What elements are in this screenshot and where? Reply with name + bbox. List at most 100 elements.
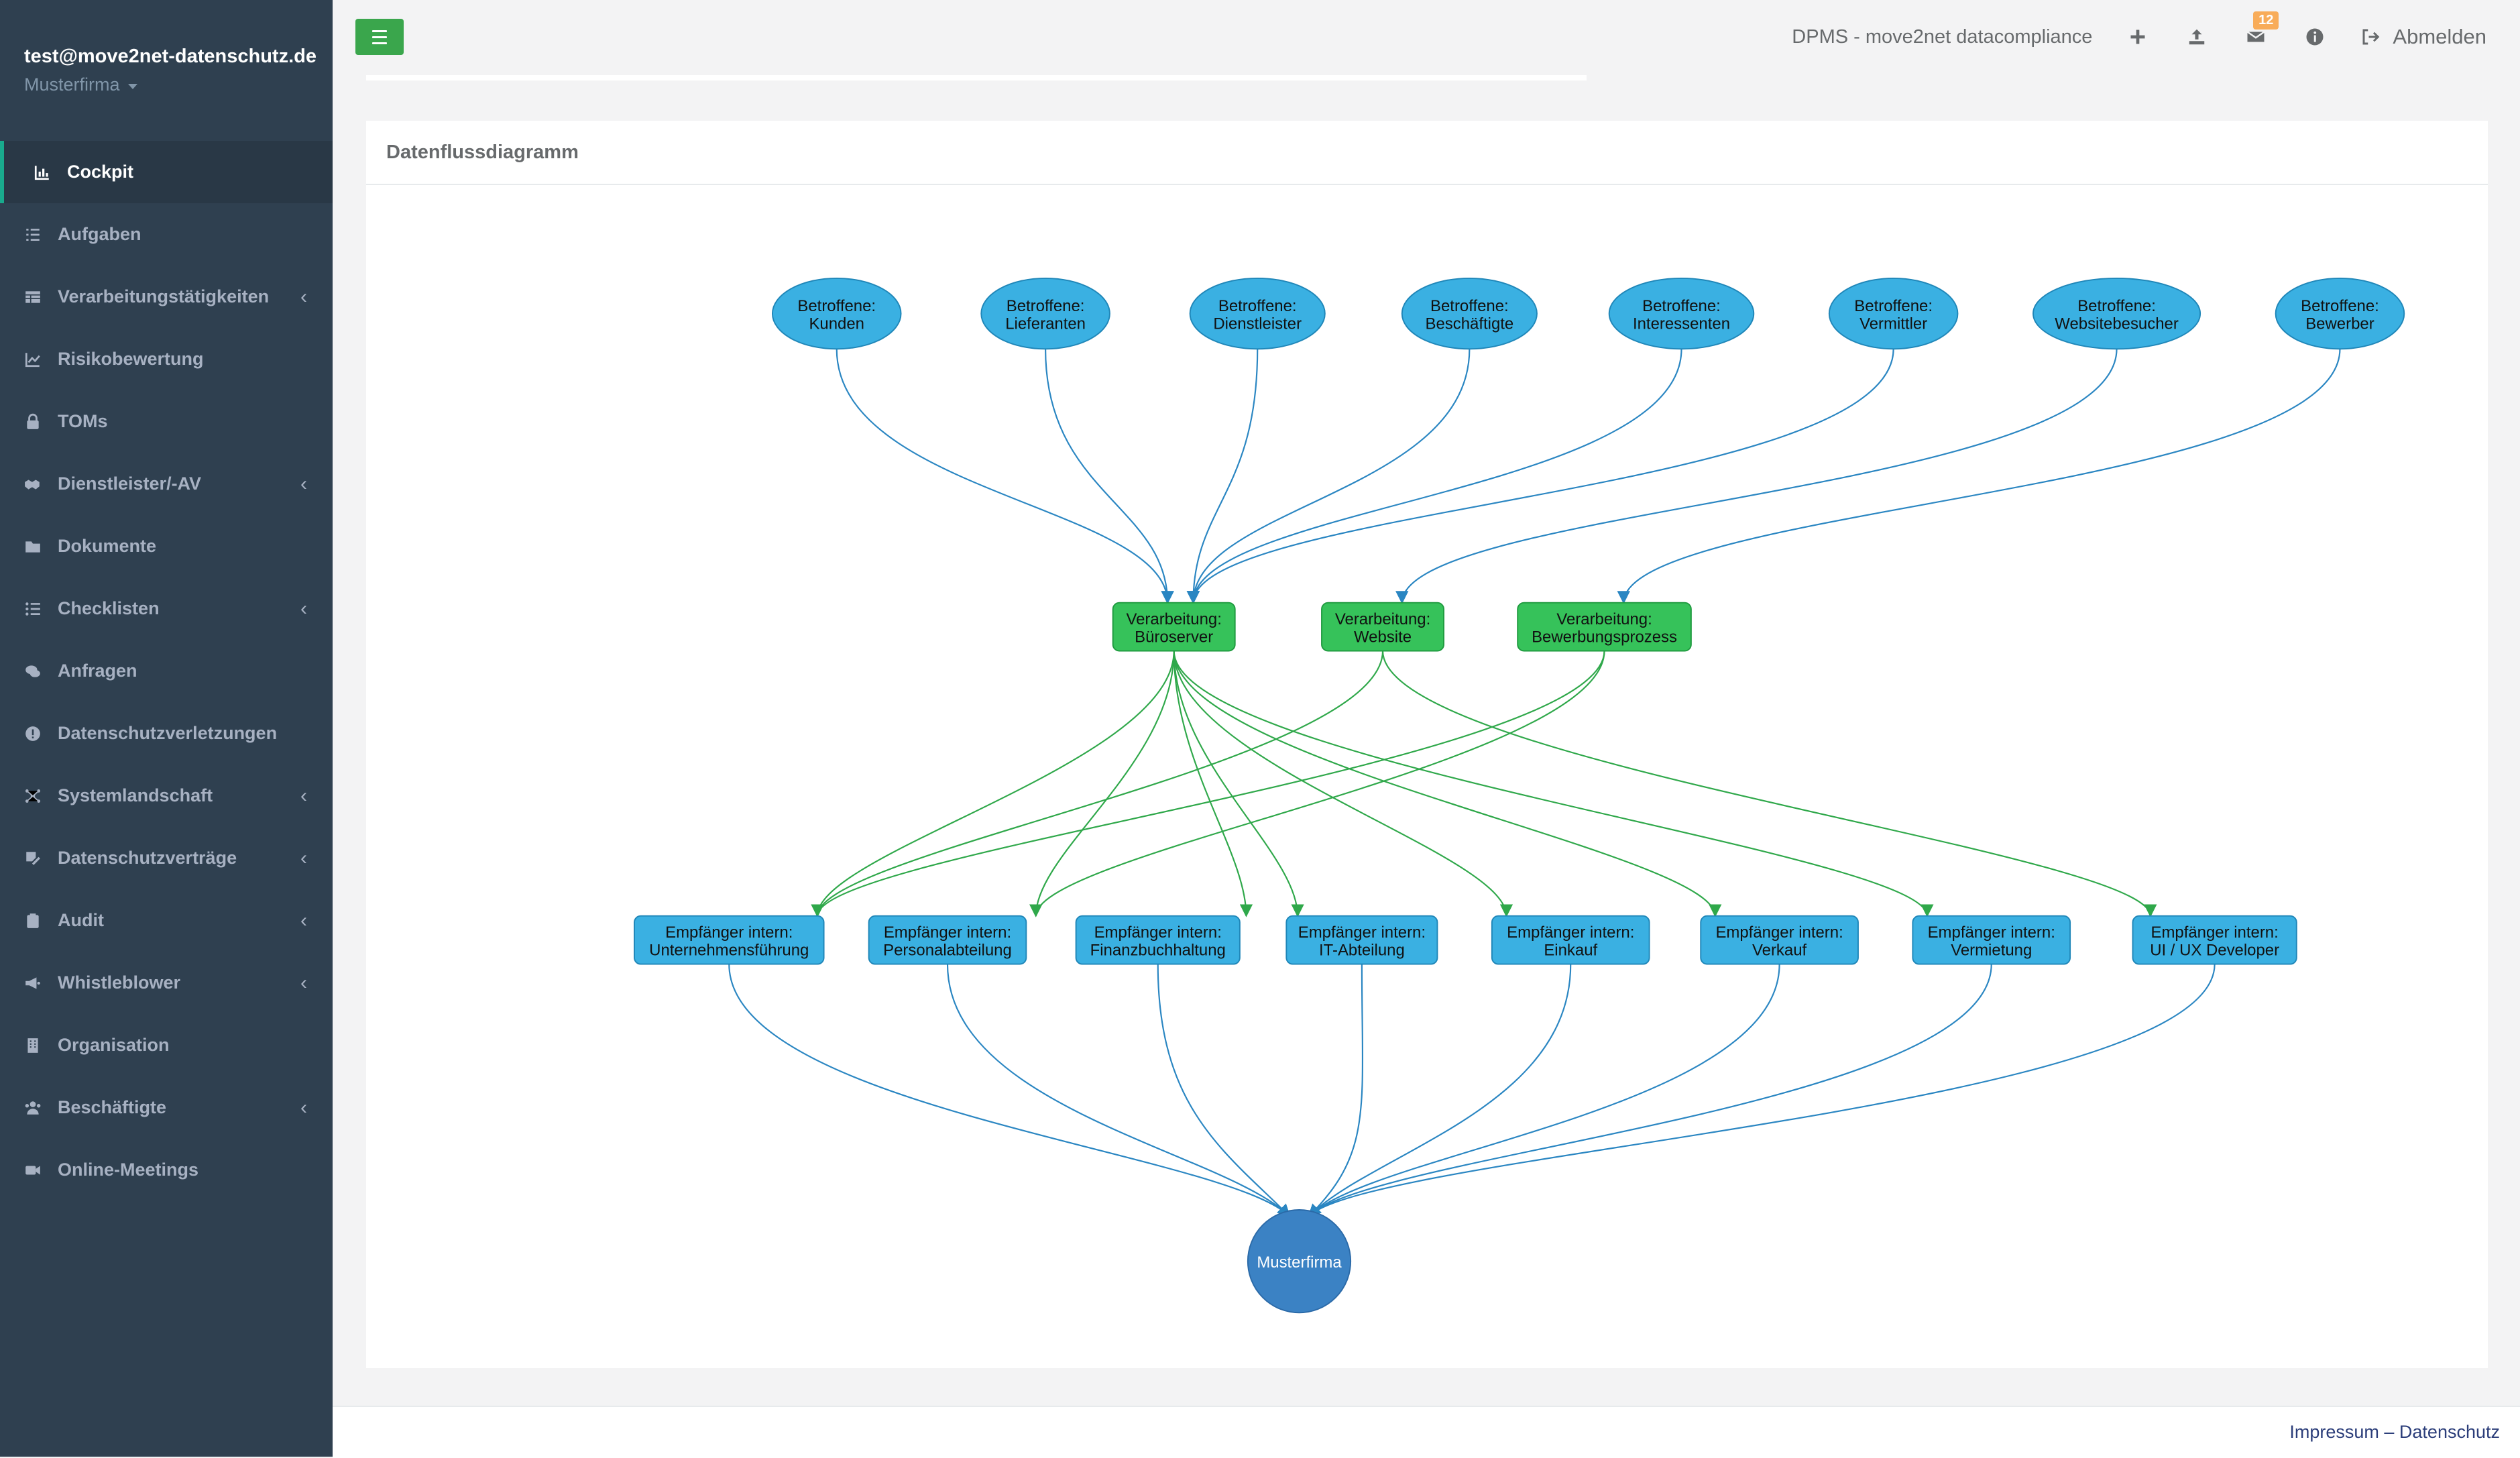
chevron-left-icon: ‹ [300,285,307,308]
flow-edge-recipient [1308,964,1780,1217]
plus-icon[interactable] [2124,23,2151,50]
flow-edge-process [1173,651,1304,917]
upload-icon[interactable] [2183,23,2210,50]
caret-down-icon [127,83,137,89]
node-label-line: Empfänger intern: [1715,923,1843,942]
node-label: Verarbeitung:Website [1335,610,1430,646]
tasks-icon [24,226,42,243]
flow-edge-source [1186,349,1894,604]
node-label: Empfänger intern:Personalabteilung [883,923,1012,959]
node-label: Betroffene:Interessenten [1633,297,1730,333]
envelope-icon[interactable]: 12 [2242,11,2279,50]
flow-edge-source [1186,349,1471,604]
node-label-line: Beschäftigte [1425,315,1513,333]
sidebar-item-cockpit[interactable]: Cockpit [0,141,333,203]
node-label: Betroffene:Vermittler [1854,297,1933,333]
node-label-line: Betroffene: [1430,297,1509,315]
process-node[interactable] [1321,602,1445,652]
recipient-node[interactable] [1491,915,1650,965]
source-node[interactable] [2275,277,2405,350]
sidebar-item-verarbeitungstätigkeiten[interactable]: Verarbeitungstätigkeiten ‹ [0,266,333,328]
sidebar-item-aufgaben[interactable]: Aufgaben [0,203,333,266]
sidebar-item-label: TOMs [58,411,108,431]
flow-edge-source [1045,349,1174,604]
sidebar-item-dienstleister-av[interactable]: Dienstleister/-AV‹ [0,453,333,515]
source-node[interactable] [1608,277,1755,350]
recipient-node[interactable] [1075,915,1241,965]
process-node[interactable] [1517,602,1692,652]
source-node[interactable] [1189,277,1326,350]
recipient-node[interactable] [1912,915,2071,965]
list-icon [24,600,42,618]
flow-edge-source [1395,349,2118,604]
sidebar-item-beschäftigte[interactable]: Beschäftigte‹ [0,1076,333,1139]
node-label-line: Website [1354,628,1412,646]
flow-edge-process [811,651,1384,917]
flow-edge-process [811,651,1605,917]
megaphone-icon [24,974,42,992]
menu-toggle-button[interactable] [355,19,404,55]
sidebar-item-toms[interactable]: TOMs [0,390,333,453]
flow-edge-recipient [1308,964,2216,1217]
flow-edge-process [1173,651,1513,917]
node-label-line: Empfänger intern: [665,923,793,942]
node-label-line: Unternehmensführung [649,941,809,959]
node-label-line: Betroffene: [2077,297,2156,315]
source-node[interactable] [2032,277,2201,350]
recipient-node[interactable] [1700,915,1859,965]
sidebar-item-datenschutzverträge[interactable]: Datenschutzverträge‹ [0,827,333,889]
app-title: DPMS - move2net datacompliance [1792,25,2093,48]
sidebar-item-checklisten[interactable]: Checklisten‹ [0,577,333,640]
flow-edge-source [836,349,1174,604]
recipient-node[interactable] [2132,915,2297,965]
sidebar-item-label: Aufgaben [58,224,141,244]
node-label-line: Empfänger intern: [1507,923,1634,942]
recipient-node[interactable] [868,915,1027,965]
node-label-line: Bewerbungsprozess [1532,628,1677,646]
footer-links[interactable]: Impressum – Datenschutz [2289,1422,2500,1442]
sidebar-item-datenschutzverletzungen[interactable]: Datenschutzverletzungen [0,702,333,765]
recipient-node[interactable] [1285,915,1438,965]
sidebar-item-label: Verarbeitungstätigkeiten [58,286,270,306]
sidebar-item-label: Organisation [58,1035,170,1055]
source-node[interactable] [771,277,902,350]
node-label-line: Verarbeitung: [1556,610,1652,628]
node-label: Betroffene:Lieferanten [1005,297,1086,333]
flow-edge-recipient [1157,964,1291,1217]
sidebar-item-audit[interactable]: Audit‹ [0,889,333,952]
info-icon[interactable] [2301,23,2328,50]
sidebar-item-organisation[interactable]: Organisation [0,1014,333,1076]
sidebar-item-systemlandschaft[interactable]: Systemlandschaft‹ [0,765,333,827]
user-profile[interactable]: test@move2net-datenschutz.de Musterfirma [24,46,317,95]
source-node[interactable] [980,277,1110,350]
recipient-node[interactable] [634,915,825,965]
flow-edge-recipient [946,964,1291,1217]
logout-button[interactable]: Abmelden [2360,25,2486,49]
node-label-line: Empfänger intern: [1094,923,1222,942]
org-selector[interactable]: Musterfirma [24,74,317,95]
sidebar-item-risikobewertung[interactable]: Risikobewertung [0,328,333,390]
flow-edge-process [1029,651,1175,917]
sidebar-item-whistleblower[interactable]: Whistleblower‹ [0,952,333,1014]
node-label: Empfänger intern:IT-Abteilung [1298,923,1426,959]
node-label: Verarbeitung:Büroserver [1126,610,1221,646]
node-label-line: Lieferanten [1005,315,1086,333]
sidebar-item-label: Systemlandschaft [58,785,213,805]
sidebar-item-anfragen[interactable]: Anfragen [0,640,333,702]
node-label-line: Betroffene: [1854,297,1933,315]
node-label: Betroffene:Websitebesucher [2055,297,2179,333]
sink-node[interactable] [1247,1209,1352,1314]
progress-divider [366,75,1587,80]
sidebar-item-online-meetings[interactable]: Online-Meetings [0,1139,333,1201]
clipboard-icon [24,912,42,930]
sidebar-item-label: Audit [58,910,104,930]
source-node[interactable] [1828,277,1959,350]
process-node[interactable] [1112,602,1236,652]
sidebar-item-label: Dienstleister/-AV [58,473,202,494]
node-label-line: Bewerber [2305,315,2374,333]
exclamation-icon [24,725,42,742]
node-label-line: Empfänger intern: [1928,923,2055,942]
flow-edge-process [1029,651,1605,917]
source-node[interactable] [1401,277,1538,350]
sidebar-item-dokumente[interactable]: Dokumente [0,515,333,577]
